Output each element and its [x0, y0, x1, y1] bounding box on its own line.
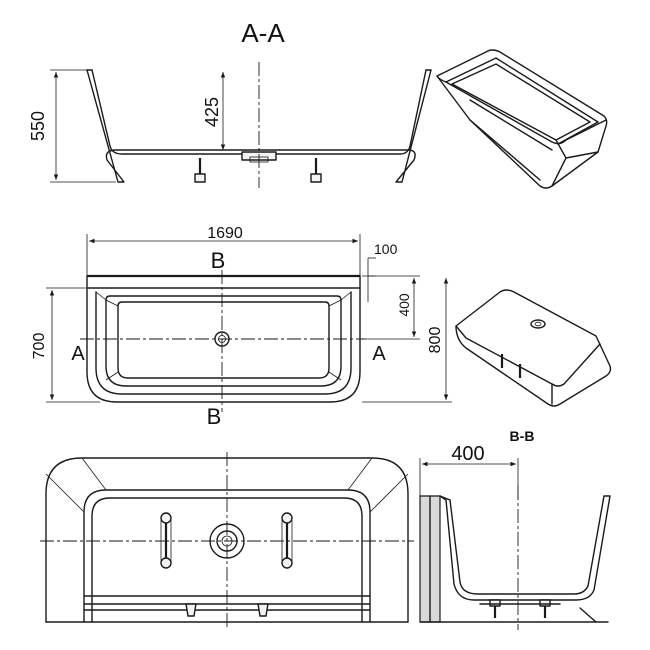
dim-length: 1690: [207, 225, 243, 242]
label-a-left: A: [71, 343, 85, 365]
foot-left: [194, 158, 206, 183]
label-a-right: A: [372, 343, 386, 365]
dim-rim: 100: [374, 241, 398, 257]
foot-right: [310, 158, 322, 183]
dim-width: 700: [31, 333, 48, 360]
leg-bar-left: [160, 512, 172, 569]
leg-bar-right: [281, 512, 293, 569]
dim-width-overall: 800: [427, 327, 444, 354]
label-b-top: B: [211, 248, 226, 273]
iso-view-top: [436, 49, 608, 189]
iso-view-bottom: [455, 289, 612, 407]
dim-height-inner: 425: [202, 97, 222, 127]
dim-height-overall: 550: [28, 111, 48, 141]
section-bb-dim: 400: [451, 443, 484, 465]
section-aa-title: A-A: [241, 18, 285, 48]
section-aa-view: A-A 550 425: [28, 18, 432, 188]
plan-view: 1690 A A B B 700: [31, 225, 452, 429]
section-bb-view: B-B 400: [419, 428, 611, 630]
dim-depth-half: 400: [396, 293, 412, 317]
section-bb-title: B-B: [510, 428, 535, 444]
label-b-bottom: B: [207, 404, 222, 429]
bottom-view: [40, 452, 414, 628]
